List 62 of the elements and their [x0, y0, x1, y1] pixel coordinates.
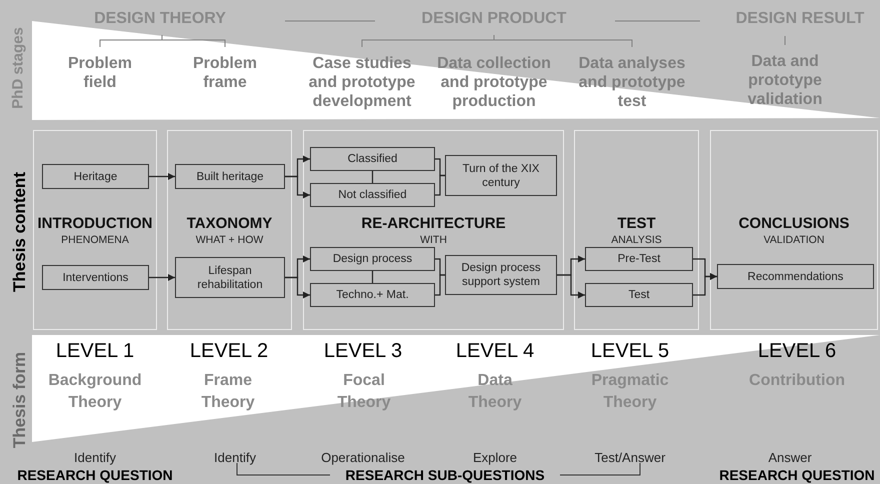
process-box: Techno.+ Mat. — [310, 283, 435, 307]
content-column-panel — [167, 130, 292, 330]
arrow — [557, 274, 585, 298]
content-column-panel — [574, 130, 699, 330]
theory-label: Frame Theory — [200, 371, 256, 413]
connector-line — [435, 274, 445, 296]
column-title: TAXONOMY — [186, 215, 274, 232]
arrow — [693, 273, 717, 296]
connector-line — [372, 171, 374, 183]
column-title: CONCLUSIONS — [738, 215, 850, 232]
content-column-panel — [303, 130, 564, 330]
process-box: Design process — [310, 247, 435, 271]
process-box: Lifespan rehabilitation — [175, 257, 285, 298]
level-heading: LEVEL 4 — [456, 340, 534, 363]
level-heading: LEVEL 2 — [190, 340, 268, 363]
column-subtitle: WHAT + HOW — [194, 234, 264, 246]
process-box: Built heritage — [175, 164, 285, 189]
action-label: Identify — [214, 450, 256, 465]
action-label: Operationalise — [321, 450, 405, 465]
arrow — [149, 173, 175, 180]
section-label: Thesis form — [10, 352, 30, 448]
process-box: Not classified — [310, 183, 435, 207]
stage-label: Data collection and prototype production — [436, 54, 552, 111]
column-title: INTRODUCTION — [36, 215, 154, 232]
process-box: Pre-Test — [585, 247, 693, 271]
level-heading: LEVEL 6 — [758, 340, 836, 363]
content-column-panel — [710, 130, 878, 330]
column-title: TEST — [616, 215, 657, 232]
arrow — [285, 176, 310, 198]
process-box: Design process support system — [445, 255, 557, 295]
stage-label: Problem frame — [192, 54, 258, 92]
action-label: Test/Answer — [594, 450, 666, 465]
question-label: RESEARCH QUESTION — [719, 467, 875, 483]
process-box: Recommendations — [717, 264, 874, 289]
column-subtitle: PHENOMENA — [60, 234, 130, 246]
column-subtitle: ANALYSIS — [610, 234, 663, 246]
question-label: RESEARCH QUESTION — [17, 467, 173, 483]
process-box: Turn of the XIX century — [445, 155, 557, 196]
arrow — [149, 274, 175, 281]
action-label: Identify — [74, 450, 116, 465]
column-subtitle: WITH — [419, 234, 448, 246]
connector-line — [435, 174, 445, 196]
action-label: Explore — [472, 450, 518, 465]
content-column-panel — [33, 130, 157, 330]
process-box: Classified — [310, 147, 435, 171]
section-label: Thesis content — [10, 172, 30, 292]
column-title: RE-ARCHITECTURE — [360, 215, 507, 232]
question-label: RESEARCH SUB-QUESTIONS — [345, 467, 545, 483]
process-box: Heritage — [42, 164, 149, 189]
connector-line — [372, 271, 374, 283]
process-box: Test — [585, 283, 693, 307]
stage-label: Data and prototype validation — [746, 52, 824, 109]
arrow — [285, 276, 310, 298]
stage-label: Problem field — [66, 54, 133, 92]
stage-label: Case studies and prototype development — [308, 54, 416, 111]
level-heading: LEVEL 5 — [590, 340, 670, 363]
level-heading: LEVEL 3 — [324, 340, 402, 363]
process-box: Interventions — [42, 265, 149, 290]
action-label: Answer — [768, 450, 812, 465]
theory-label: Background Theory — [47, 371, 143, 413]
column-subtitle: VALIDATION — [762, 234, 826, 246]
level-heading: LEVEL 1 — [56, 340, 134, 363]
